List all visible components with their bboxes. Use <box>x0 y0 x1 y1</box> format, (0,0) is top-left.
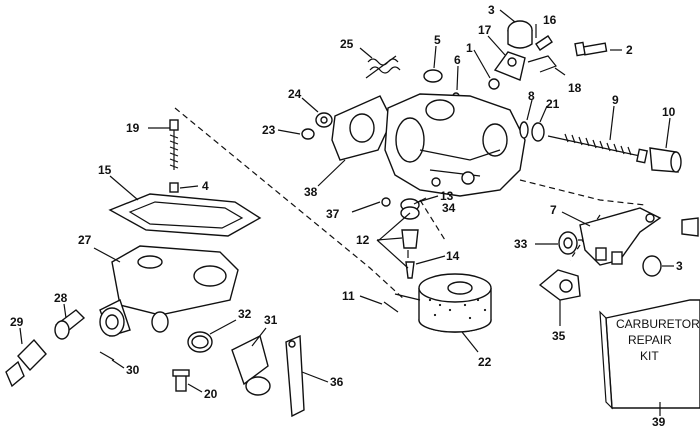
part-28-bolt <box>54 309 86 340</box>
part-24-seal <box>315 112 333 128</box>
part-30-pin <box>99 351 115 361</box>
part-10-knob <box>649 147 682 173</box>
callout-12: 12 <box>356 233 370 247</box>
kit-label-line3: KIT <box>640 349 659 363</box>
repair-kit-box: CARBURETOR REPAIR KIT <box>599 299 700 410</box>
part-12-needle-seat <box>401 229 419 279</box>
callout-7: 7 <box>550 203 557 217</box>
callout-35: 35 <box>552 329 566 343</box>
part-9-adjustment-needle <box>547 133 648 164</box>
part-17-link-arm <box>493 51 526 81</box>
callout-32: 32 <box>238 307 252 321</box>
part-21-washer <box>531 122 545 142</box>
callout-38: 38 <box>304 185 318 199</box>
part-31-cover <box>231 334 271 396</box>
part-22-float <box>394 273 492 333</box>
part-25-spring <box>365 55 401 79</box>
callout-6: 6 <box>454 53 461 67</box>
callout-11: 11 <box>342 289 355 303</box>
kit-label-line1: CARBURETOR <box>616 317 700 331</box>
callout-21: 21 <box>546 97 560 111</box>
kit-label-line2: REPAIR <box>628 333 672 347</box>
callout-leaders <box>19 9 674 416</box>
callout-labels: 3 16 17 1 2 18 25 5 6 8 21 9 10 24 23 38… <box>10 3 683 429</box>
callout-20: 20 <box>204 387 218 401</box>
callout-3-right: 3 <box>676 259 683 273</box>
callout-37: 37 <box>326 207 340 221</box>
callout-19: 19 <box>126 121 140 135</box>
part-3-nut <box>507 20 533 49</box>
part-27-bowl <box>99 245 239 337</box>
part-35-cam <box>538 269 581 301</box>
callout-27: 27 <box>78 233 92 247</box>
callout-3: 3 <box>488 3 495 17</box>
part-2-screw <box>574 41 608 57</box>
callout-28: 28 <box>54 291 68 305</box>
callout-4: 4 <box>202 179 209 193</box>
callout-24: 24 <box>288 87 302 101</box>
part-3-bushing-right <box>642 255 662 277</box>
part-29-fitting <box>5 338 47 388</box>
callout-2: 2 <box>626 43 633 57</box>
part-33-bushing <box>558 231 578 255</box>
part-8-washer <box>519 121 529 139</box>
callout-34: 34 <box>442 201 456 215</box>
callout-29: 29 <box>10 315 24 329</box>
callout-10: 10 <box>662 105 676 119</box>
callout-23: 23 <box>262 123 276 137</box>
callout-30: 30 <box>126 363 140 377</box>
part-16-screw <box>535 35 553 51</box>
callout-33: 33 <box>514 237 528 251</box>
part-1-washer <box>488 78 500 90</box>
callout-14: 14 <box>446 249 460 263</box>
part-32-oring <box>187 331 213 353</box>
part-4-plug <box>169 182 179 193</box>
part-18-clip <box>527 55 557 73</box>
callout-25: 25 <box>340 37 354 51</box>
part-5-plug <box>423 69 443 83</box>
part-37-screw <box>381 197 391 207</box>
part-13-washer <box>400 198 420 220</box>
callout-1: 1 <box>466 41 473 55</box>
part-15-gasket <box>108 193 262 237</box>
callout-8: 8 <box>528 89 535 103</box>
part-19-screw <box>169 119 179 170</box>
callout-22: 22 <box>478 355 492 369</box>
callout-31: 31 <box>264 313 278 327</box>
callout-36: 36 <box>330 375 344 389</box>
callout-15: 15 <box>98 163 112 177</box>
part-11-pin <box>383 301 399 313</box>
callout-18: 18 <box>568 81 582 95</box>
callout-13: 13 <box>440 189 454 203</box>
callout-16: 16 <box>543 13 557 27</box>
callout-9: 9 <box>612 93 619 107</box>
callout-5: 5 <box>434 33 441 47</box>
part-20-screw <box>172 369 190 392</box>
part-right-edge-screw <box>681 217 699 237</box>
part-7-bracket <box>579 207 662 266</box>
callout-17: 17 <box>478 23 492 37</box>
carburetor-body <box>384 93 526 197</box>
callout-39: 39 <box>652 415 666 429</box>
part-23-seal <box>301 128 315 140</box>
part-38-gasket <box>331 95 393 161</box>
part-36-lever <box>285 334 305 418</box>
